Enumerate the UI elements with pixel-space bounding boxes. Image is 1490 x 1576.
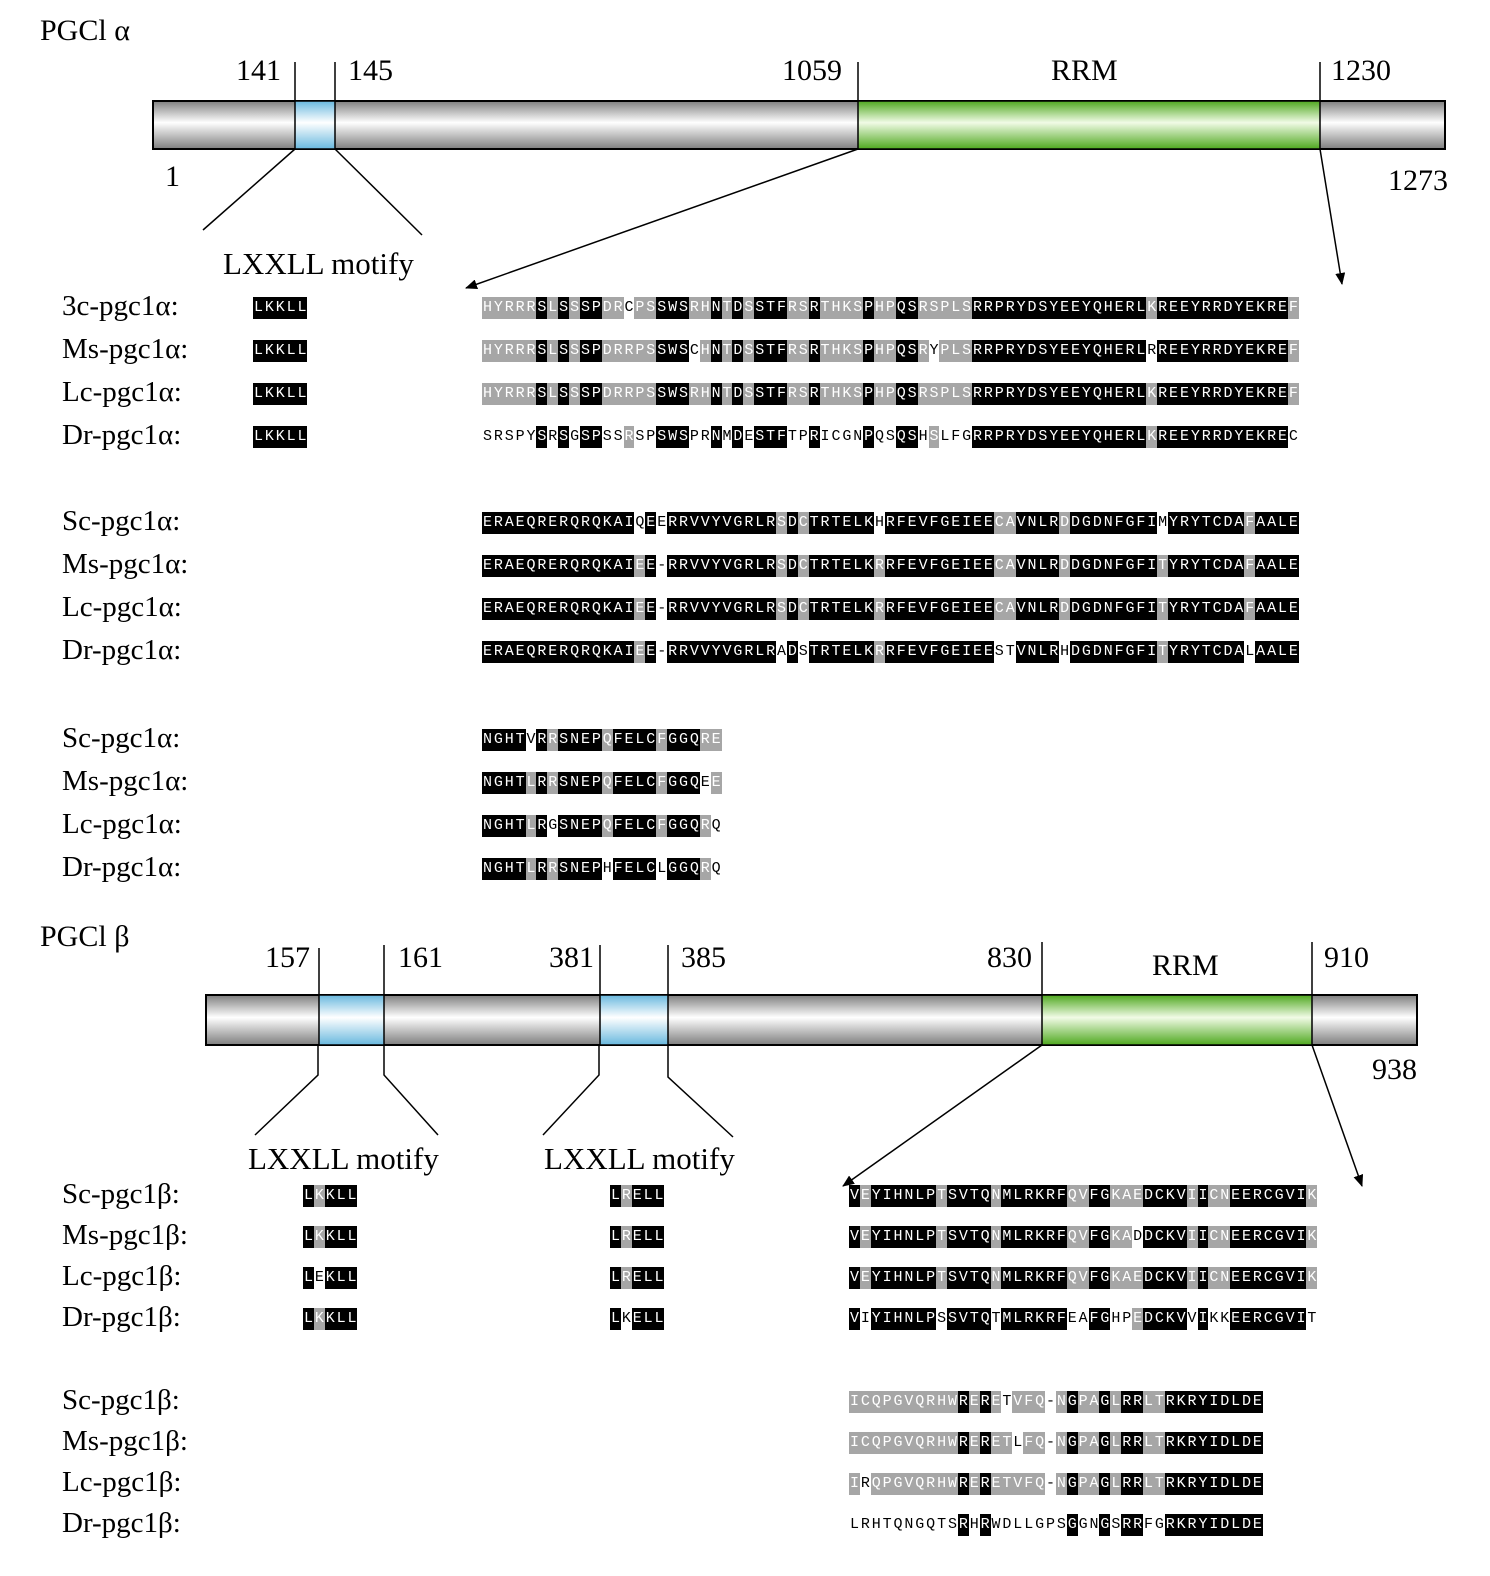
pgc1b-rrm-domain [1041,994,1313,1046]
beta_block1-species-label: Dr-pgc1β: [62,1301,181,1333]
pos-157: 157 [265,941,310,974]
pgc1a-title: PGCl α [40,14,130,47]
beta_block2-species-label: Lc-pgc1β: [62,1466,182,1498]
alpha_block2-species-label: Dr-pgc1α: [62,634,182,666]
pos-145: 145 [348,54,393,87]
pos-1059: 1059 [782,54,842,87]
pos-938: 938 [1372,1053,1417,1086]
beta_block1-species-label: Ms-pgc1β: [62,1219,188,1251]
pgc1b-bar [205,994,1418,1046]
pgc1a-rrm-domain [857,100,1321,150]
alpha_block3-species-label: Sc-pgc1α: [62,722,181,754]
pos-381: 381 [549,941,594,974]
pos-1230: 1230 [1331,54,1391,87]
rrm-label-alpha: RRM [1051,54,1118,87]
pgc1b-lxxll-domain-2 [599,994,669,1046]
lxxll-label-beta-1: LXXLL motify [248,1141,439,1176]
alpha_block1-species-label: Ms-pgc1α: [62,333,189,365]
beta_block2-species-label: Dr-pgc1β: [62,1507,181,1539]
alpha_block1-species-label: Lc-pgc1α: [62,376,182,408]
pos-910: 910 [1324,941,1369,974]
alpha_block3-species-label: Dr-pgc1α: [62,851,182,883]
lxxll-label-beta-2: LXXLL motify [544,1141,735,1176]
lxxll-label-alpha: LXXLL motify [223,246,414,281]
beta_block2-species-label: Ms-pgc1β: [62,1425,188,1457]
pgc1b-lxxll-domain-1 [318,994,385,1046]
alpha_block2-species-label: Lc-pgc1α: [62,591,182,623]
alpha_block1-species-label: 3c-pgc1α: [62,290,179,322]
alpha_block2-species-label: Ms-pgc1α: [62,548,189,580]
alpha_block2-species-label: Sc-pgc1α: [62,505,181,537]
pos-830: 830 [987,941,1032,974]
pgc1a-lxxll-domain [294,100,336,150]
rrm-label-beta: RRM [1152,949,1219,982]
pgc1b-title: PGCl β [40,920,130,953]
alpha_block3-species-label: Lc-pgc1α: [62,808,182,840]
beta_block1-species-label: Lc-pgc1β: [62,1260,182,1292]
pos-141: 141 [236,54,281,87]
pgc1a-bar [152,100,1446,150]
beta_block2-species-label: Sc-pgc1β: [62,1384,180,1416]
pos-1: 1 [165,160,180,193]
alpha_block3-species-label: Ms-pgc1α: [62,765,189,797]
pos-1273: 1273 [1388,164,1448,197]
beta_block1-species-label: Sc-pgc1β: [62,1178,180,1210]
pos-385: 385 [681,941,726,974]
pos-161: 161 [398,941,443,974]
alpha_block1-species-label: Dr-pgc1α: [62,419,182,451]
